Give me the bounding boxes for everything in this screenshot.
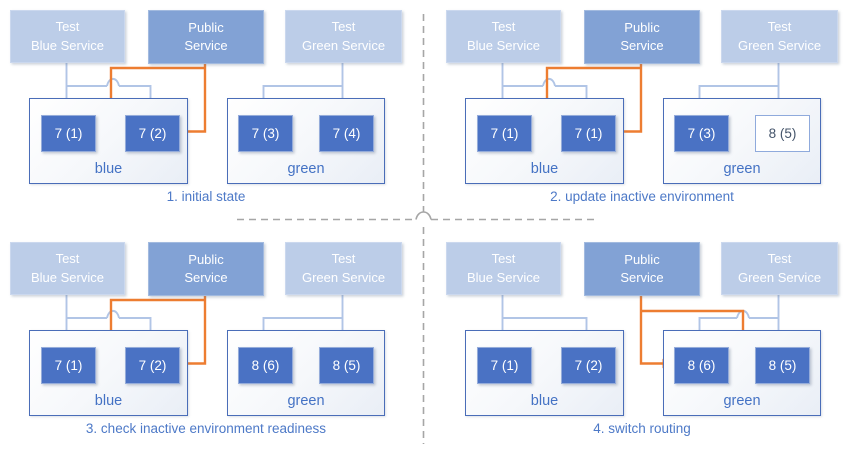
service-label-line2: Service (184, 38, 228, 53)
service-label-line2: Blue Service (467, 37, 540, 53)
wire-hop-arc (106, 309, 120, 319)
public-service-box: Public Service (148, 242, 264, 296)
green-environment-box: 8 (6) 8 (5) green (227, 330, 385, 416)
service-label-line1: Test (55, 251, 80, 267)
version-box: 7 (2) (125, 347, 180, 384)
version-box: 7 (2) (125, 115, 180, 152)
panel-title: 1. initial state (166, 189, 246, 204)
panel-switch-routing: Test Blue Service Public Service Test Gr… (424, 228, 848, 456)
blue-environment-box: 7 (1) 7 (2) blue (29, 330, 188, 416)
service-label-line2: Blue Service (31, 37, 104, 53)
version-box: 7 (4) (319, 115, 374, 152)
service-label-line2: Service (620, 38, 664, 53)
panel-check-readiness: Test Blue Service Public Service Test Gr… (0, 228, 424, 456)
test-blue-service-box: Test Blue Service (446, 10, 561, 63)
service-label-line1: Test (491, 19, 516, 35)
environment-label: blue (530, 393, 559, 409)
version-box: 8 (6) (238, 347, 293, 384)
panel-initial-state: Test Blue Service Public Service Test Gr… (0, 0, 424, 228)
environment-label: green (723, 161, 761, 177)
version-box: 7 (1) (41, 347, 96, 384)
service-label-line1: Public (188, 19, 224, 35)
version-box: 7 (1) (41, 115, 96, 152)
blue-environment-box: 7 (1) 7 (2) blue (29, 98, 188, 184)
version-box: 7 (3) (238, 115, 293, 152)
wire-hop-arc (542, 77, 556, 87)
divider-hop-arc (415, 211, 432, 220)
version-box: 7 (3) (674, 115, 729, 152)
test-green-service-box: Test Green Service (721, 242, 838, 295)
version-box: 7 (1) (561, 115, 616, 152)
service-label-line1: Test (331, 19, 356, 35)
blue-environment-box: 7 (1) 7 (1) blue (465, 98, 624, 184)
service-label-line1: Test (331, 251, 356, 267)
public-service-box: Public Service (584, 10, 700, 64)
service-label-line2: Green Service (301, 269, 386, 285)
service-label-line1: Test (55, 19, 80, 35)
service-label-line2: Service (620, 270, 664, 285)
service-label-line1: Test (767, 251, 792, 267)
service-label-line2: Blue Service (467, 269, 540, 285)
version-box: 8 (5) (755, 347, 810, 384)
service-label-line2: Blue Service (31, 269, 104, 285)
test-green-service-box: Test Green Service (285, 10, 402, 63)
version-box: 8 (6) (674, 347, 729, 384)
environment-label: green (287, 393, 325, 409)
test-green-service-box: Test Green Service (285, 242, 402, 295)
wire-hop-arc (106, 77, 120, 87)
service-label-line2: Green Service (737, 37, 822, 53)
green-environment-box: 7 (3) 7 (4) green (227, 98, 385, 184)
public-service-box: Public Service (148, 10, 264, 64)
test-blue-service-box: Test Blue Service (10, 242, 125, 295)
test-blue-service-box: Test Blue Service (446, 242, 561, 295)
panel-title: 3. check inactive environment readiness (85, 421, 327, 436)
public-service-box: Public Service (584, 242, 700, 296)
panel-update-inactive: Test Blue Service Public Service Test Gr… (424, 0, 848, 228)
green-environment-box: 7 (3) 8 (5) green (663, 98, 821, 184)
environment-label: blue (530, 161, 559, 177)
test-blue-service-box: Test Blue Service (10, 10, 125, 63)
green-environment-box: 8 (6) 8 (5) green (663, 330, 821, 416)
version-box: 8 (5) (319, 347, 374, 384)
version-box: 7 (2) (561, 347, 616, 384)
service-label-line2: Green Service (301, 37, 386, 53)
service-label-line2: Green Service (737, 269, 822, 285)
version-box: 8 (5) (755, 115, 810, 152)
service-label-line2: Service (184, 270, 228, 285)
environment-label: green (287, 161, 325, 177)
environment-label: blue (94, 161, 123, 177)
service-label-line1: Test (491, 251, 516, 267)
version-box: 7 (1) (477, 347, 532, 384)
environment-label: green (723, 393, 761, 409)
test-green-service-box: Test Green Service (721, 10, 838, 63)
service-label-line1: Public (188, 251, 224, 267)
service-label-line1: Public (624, 251, 660, 267)
version-box: 7 (1) (477, 115, 532, 152)
service-label-line1: Public (624, 19, 660, 35)
panel-title: 2. update inactive environment (550, 189, 734, 204)
service-label-line1: Test (767, 19, 792, 35)
blue-environment-box: 7 (1) 7 (2) blue (465, 330, 624, 416)
environment-label: blue (94, 393, 123, 409)
panel-title: 4. switch routing (593, 421, 691, 436)
